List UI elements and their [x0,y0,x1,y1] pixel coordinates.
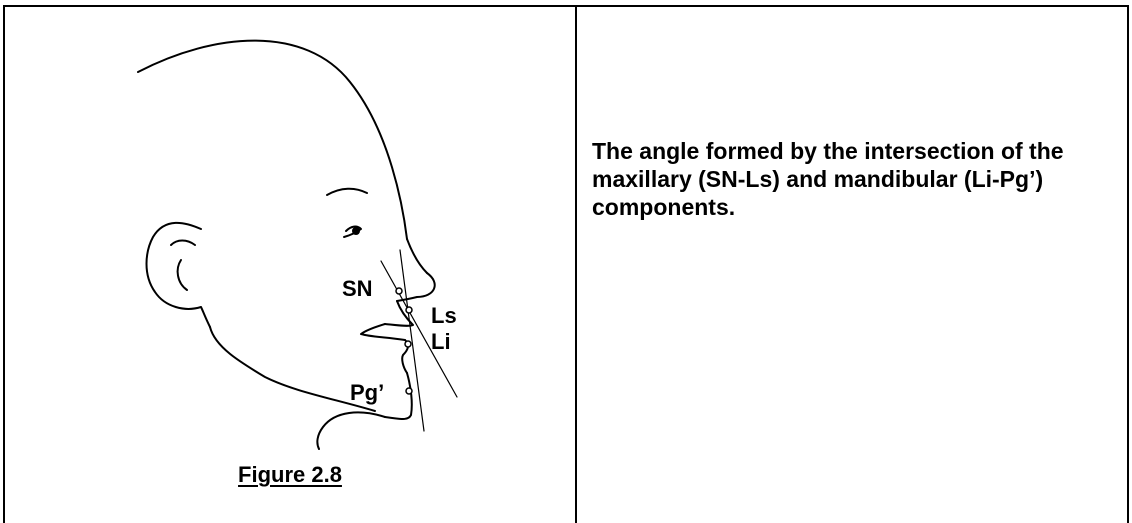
pg-point [406,388,412,394]
table-border-right [1127,5,1129,523]
mouth-outline [361,324,405,340]
li-point [405,341,411,347]
description-text: The angle formed by the intersection of … [592,137,1112,221]
figure-caption: Figure 2.8 [5,462,575,488]
label-pg: Pg’ [350,380,384,405]
label-sn: SN [342,276,373,301]
sn-point [396,288,402,294]
cranium-outline [138,41,407,239]
forehead-outline [407,239,427,273]
chin-outline [385,373,412,419]
label-li: Li [431,329,451,354]
profile-diagram: SN Ls Li Pg’ [5,7,575,523]
label-ls: Ls [431,303,457,328]
ls-point [406,307,412,313]
ear-inner-curve [171,241,195,246]
nose-outline [397,273,435,301]
figure-cell: SN Ls Li Pg’ Figure 2.8 [5,7,575,523]
ear-inner-line [178,260,187,290]
throat-outline [317,412,385,449]
description-cell: The angle formed by the intersection of … [577,7,1127,523]
eyebrow [327,189,367,195]
eye-pupil [352,227,360,235]
